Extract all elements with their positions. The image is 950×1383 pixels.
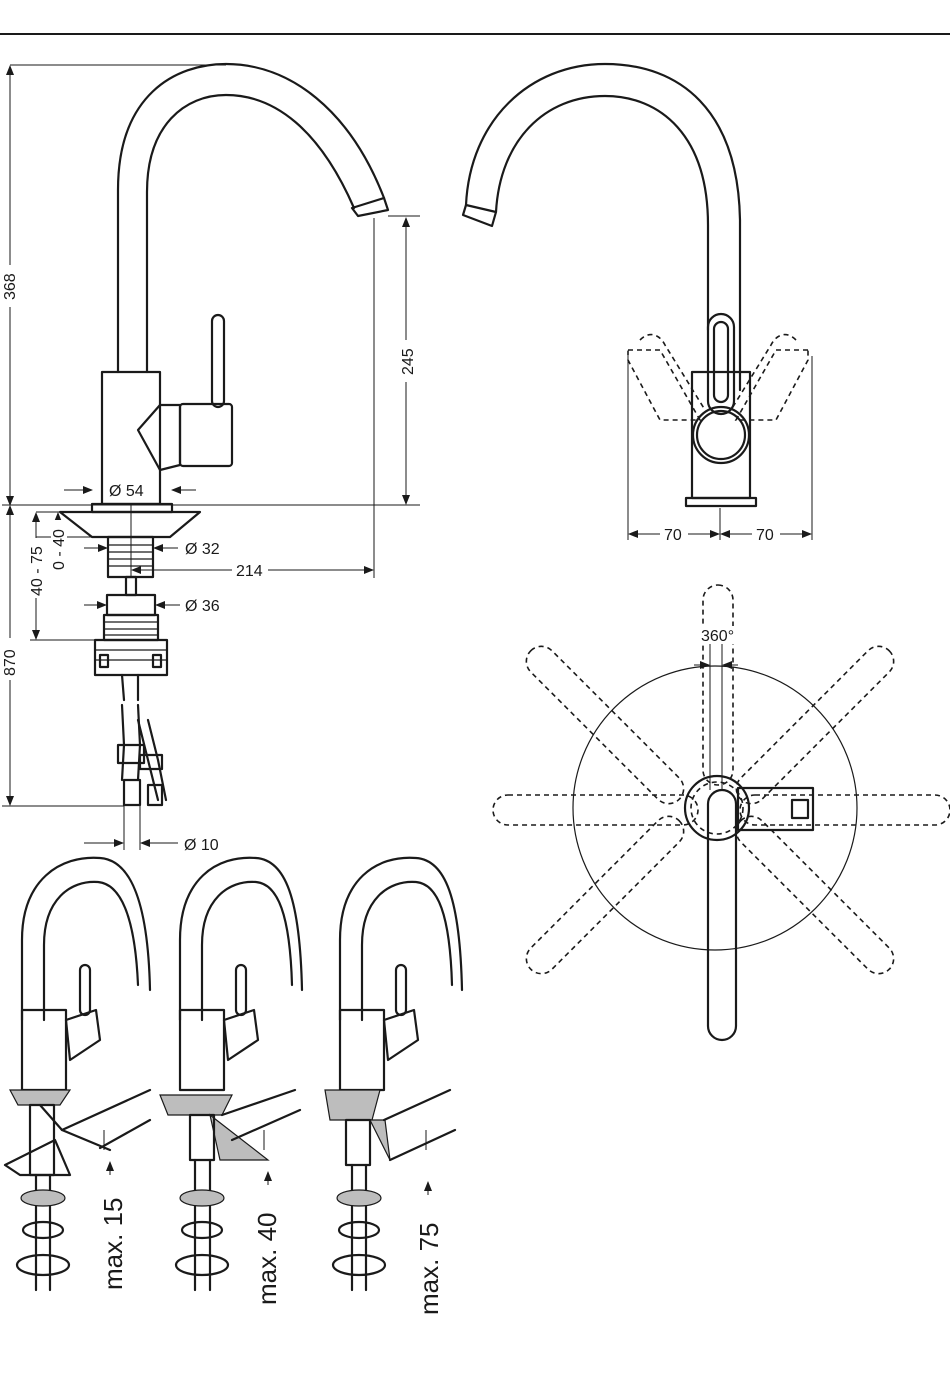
label-swing-right: 70 xyxy=(756,527,774,544)
panel-label-max-15: max. 15 xyxy=(98,1198,128,1291)
label-total-height: 368 xyxy=(2,273,19,300)
label-swing-left: 70 xyxy=(664,527,682,544)
label-shank-diameter: Ø 32 xyxy=(185,541,220,558)
panel-label-max-75: max. 75 xyxy=(414,1223,444,1316)
label-nut-diameter: Ø 36 xyxy=(185,598,220,615)
panel-label-max-40: max. 40 xyxy=(252,1213,282,1306)
label-base-diameter: Ø 54 xyxy=(109,483,144,500)
label-deck-range-a: 0 - 40 xyxy=(51,529,68,570)
label-hose-diameter: Ø 10 xyxy=(184,837,219,854)
label-reach: 214 xyxy=(236,563,263,580)
label-rotation: 360° xyxy=(701,628,734,645)
label-hose-length: 870 xyxy=(2,649,19,676)
side-view xyxy=(60,64,388,805)
front-view xyxy=(463,64,808,506)
top-view xyxy=(493,585,950,1040)
front-dimensions xyxy=(628,356,812,540)
label-spout-height: 245 xyxy=(400,348,417,375)
label-deck-range-b: 40 - 75 xyxy=(29,546,46,596)
install-panel-1 xyxy=(5,858,150,1290)
side-dimensions xyxy=(2,65,420,850)
